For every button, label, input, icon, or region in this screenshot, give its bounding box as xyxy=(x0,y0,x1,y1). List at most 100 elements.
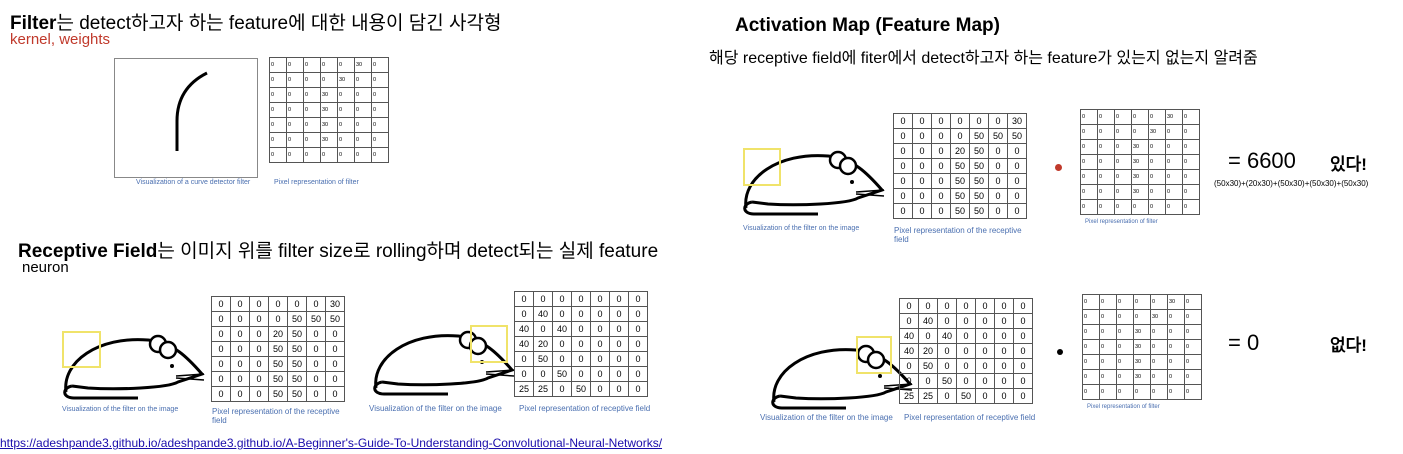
grid-cell: 0 xyxy=(1184,309,1202,325)
grid-cell: 0 xyxy=(590,306,610,322)
grid-cell: 0 xyxy=(269,57,287,73)
grid-cell: 0 xyxy=(937,358,957,374)
grid-cell: 0 xyxy=(286,72,304,88)
grid-cell: 0 xyxy=(371,72,389,88)
grid-cell: 0 xyxy=(969,113,989,129)
grid-cell: 0 xyxy=(268,311,288,327)
grid-cell: 0 xyxy=(1099,384,1117,400)
grid-cell: 50 xyxy=(287,371,307,387)
grid-cell: 0 xyxy=(303,132,321,148)
grid-cell: 0 xyxy=(1099,294,1117,310)
grid-cell: 0 xyxy=(1182,109,1200,125)
grid-cell: 0 xyxy=(1114,184,1132,200)
grid-cell: 0 xyxy=(286,102,304,118)
grid-cell: 0 xyxy=(1150,384,1168,400)
grid-cell: 0 xyxy=(931,203,951,219)
grid-cell: 0 xyxy=(1097,124,1115,140)
grid-cell: 0 xyxy=(306,386,326,402)
grid-cell: 25 xyxy=(533,381,553,397)
grid-cell: 0 xyxy=(1184,294,1202,310)
grid-cell: 0 xyxy=(628,381,648,397)
grid-cell: 30 xyxy=(320,87,338,103)
grid-cell: 0 xyxy=(269,72,287,88)
grid-cell: 0 xyxy=(249,296,269,312)
mouse-icon xyxy=(373,330,515,396)
grid-cell: 0 xyxy=(1082,339,1100,355)
grid-cell: 50 xyxy=(918,358,938,374)
grid-cell: 0 xyxy=(956,298,976,314)
grid-cell: 0 xyxy=(571,351,591,367)
grid-cell: 0 xyxy=(994,313,1014,329)
grid-cell: 0 xyxy=(286,117,304,133)
grid-cell: 0 xyxy=(514,306,534,322)
grid-cell: 0 xyxy=(1097,199,1115,215)
grid-cell: 0 xyxy=(1097,109,1115,125)
grid-cell: 0 xyxy=(912,158,932,174)
grid-cell: 0 xyxy=(1007,158,1027,174)
grid-cell: 0 xyxy=(628,306,648,322)
grid-cell: 0 xyxy=(1099,339,1117,355)
grid-cell: 0 xyxy=(975,373,995,389)
grid-cell: 50 xyxy=(950,173,970,189)
grid-cell: 0 xyxy=(1133,294,1151,310)
grid-cell: 0 xyxy=(1116,354,1134,370)
grid-cell: 30 xyxy=(1131,139,1149,155)
grid-cell: 0 xyxy=(1013,358,1033,374)
grid-cell: 0 xyxy=(1080,109,1098,125)
grid-cell: 0 xyxy=(899,358,919,374)
grid-cell: 0 xyxy=(230,371,250,387)
receptive-pixel-caption-b: Pixel representation of receptive field xyxy=(519,404,651,413)
grid-cell: 0 xyxy=(1165,154,1183,170)
grid-cell: 0 xyxy=(1114,109,1132,125)
grid-cell: 0 xyxy=(306,326,326,342)
grid-cell: 50 xyxy=(287,326,307,342)
grid-cell: 0 xyxy=(988,158,1008,174)
grid-cell: 0 xyxy=(950,113,970,129)
grid-cell: 0 xyxy=(937,388,957,404)
grid-cell: 0 xyxy=(337,57,355,73)
result-top-label: 있다! xyxy=(1330,155,1367,174)
result-bottom-label: 없다! xyxy=(1330,336,1367,355)
grid-cell: 0 xyxy=(1080,139,1098,155)
grid-cell: 0 xyxy=(514,351,534,367)
grid-cell: 40 xyxy=(514,336,534,352)
grid-cell: 0 xyxy=(1013,313,1033,329)
grid-cell: 0 xyxy=(1114,124,1132,140)
grid-cell: 50 xyxy=(325,311,345,327)
grid-cell: 0 xyxy=(1099,369,1117,385)
grid-cell: 40 xyxy=(899,343,919,359)
grid-cell: 0 xyxy=(1116,339,1134,355)
grid-cell: 0 xyxy=(1114,199,1132,215)
grid-cell: 0 xyxy=(514,291,534,307)
grid-cell: 0 xyxy=(1013,373,1033,389)
grid-cell: 0 xyxy=(354,147,372,163)
receptive-field-box-4 xyxy=(856,336,892,374)
grid-cell: 0 xyxy=(230,356,250,372)
grid-cell: 0 xyxy=(1184,384,1202,400)
grid-cell: 0 xyxy=(306,341,326,357)
grid-cell: 0 xyxy=(1013,388,1033,404)
grid-cell: 40 xyxy=(552,321,572,337)
grid-cell: 0 xyxy=(1167,354,1185,370)
grid-cell: 0 xyxy=(1082,294,1100,310)
grid-cell: 0 xyxy=(320,72,338,88)
grid-cell: 40 xyxy=(899,328,919,344)
grid-cell: 0 xyxy=(230,311,250,327)
source-link[interactable]: https://adeshpande3.github.io/adeshpande… xyxy=(0,436,663,450)
